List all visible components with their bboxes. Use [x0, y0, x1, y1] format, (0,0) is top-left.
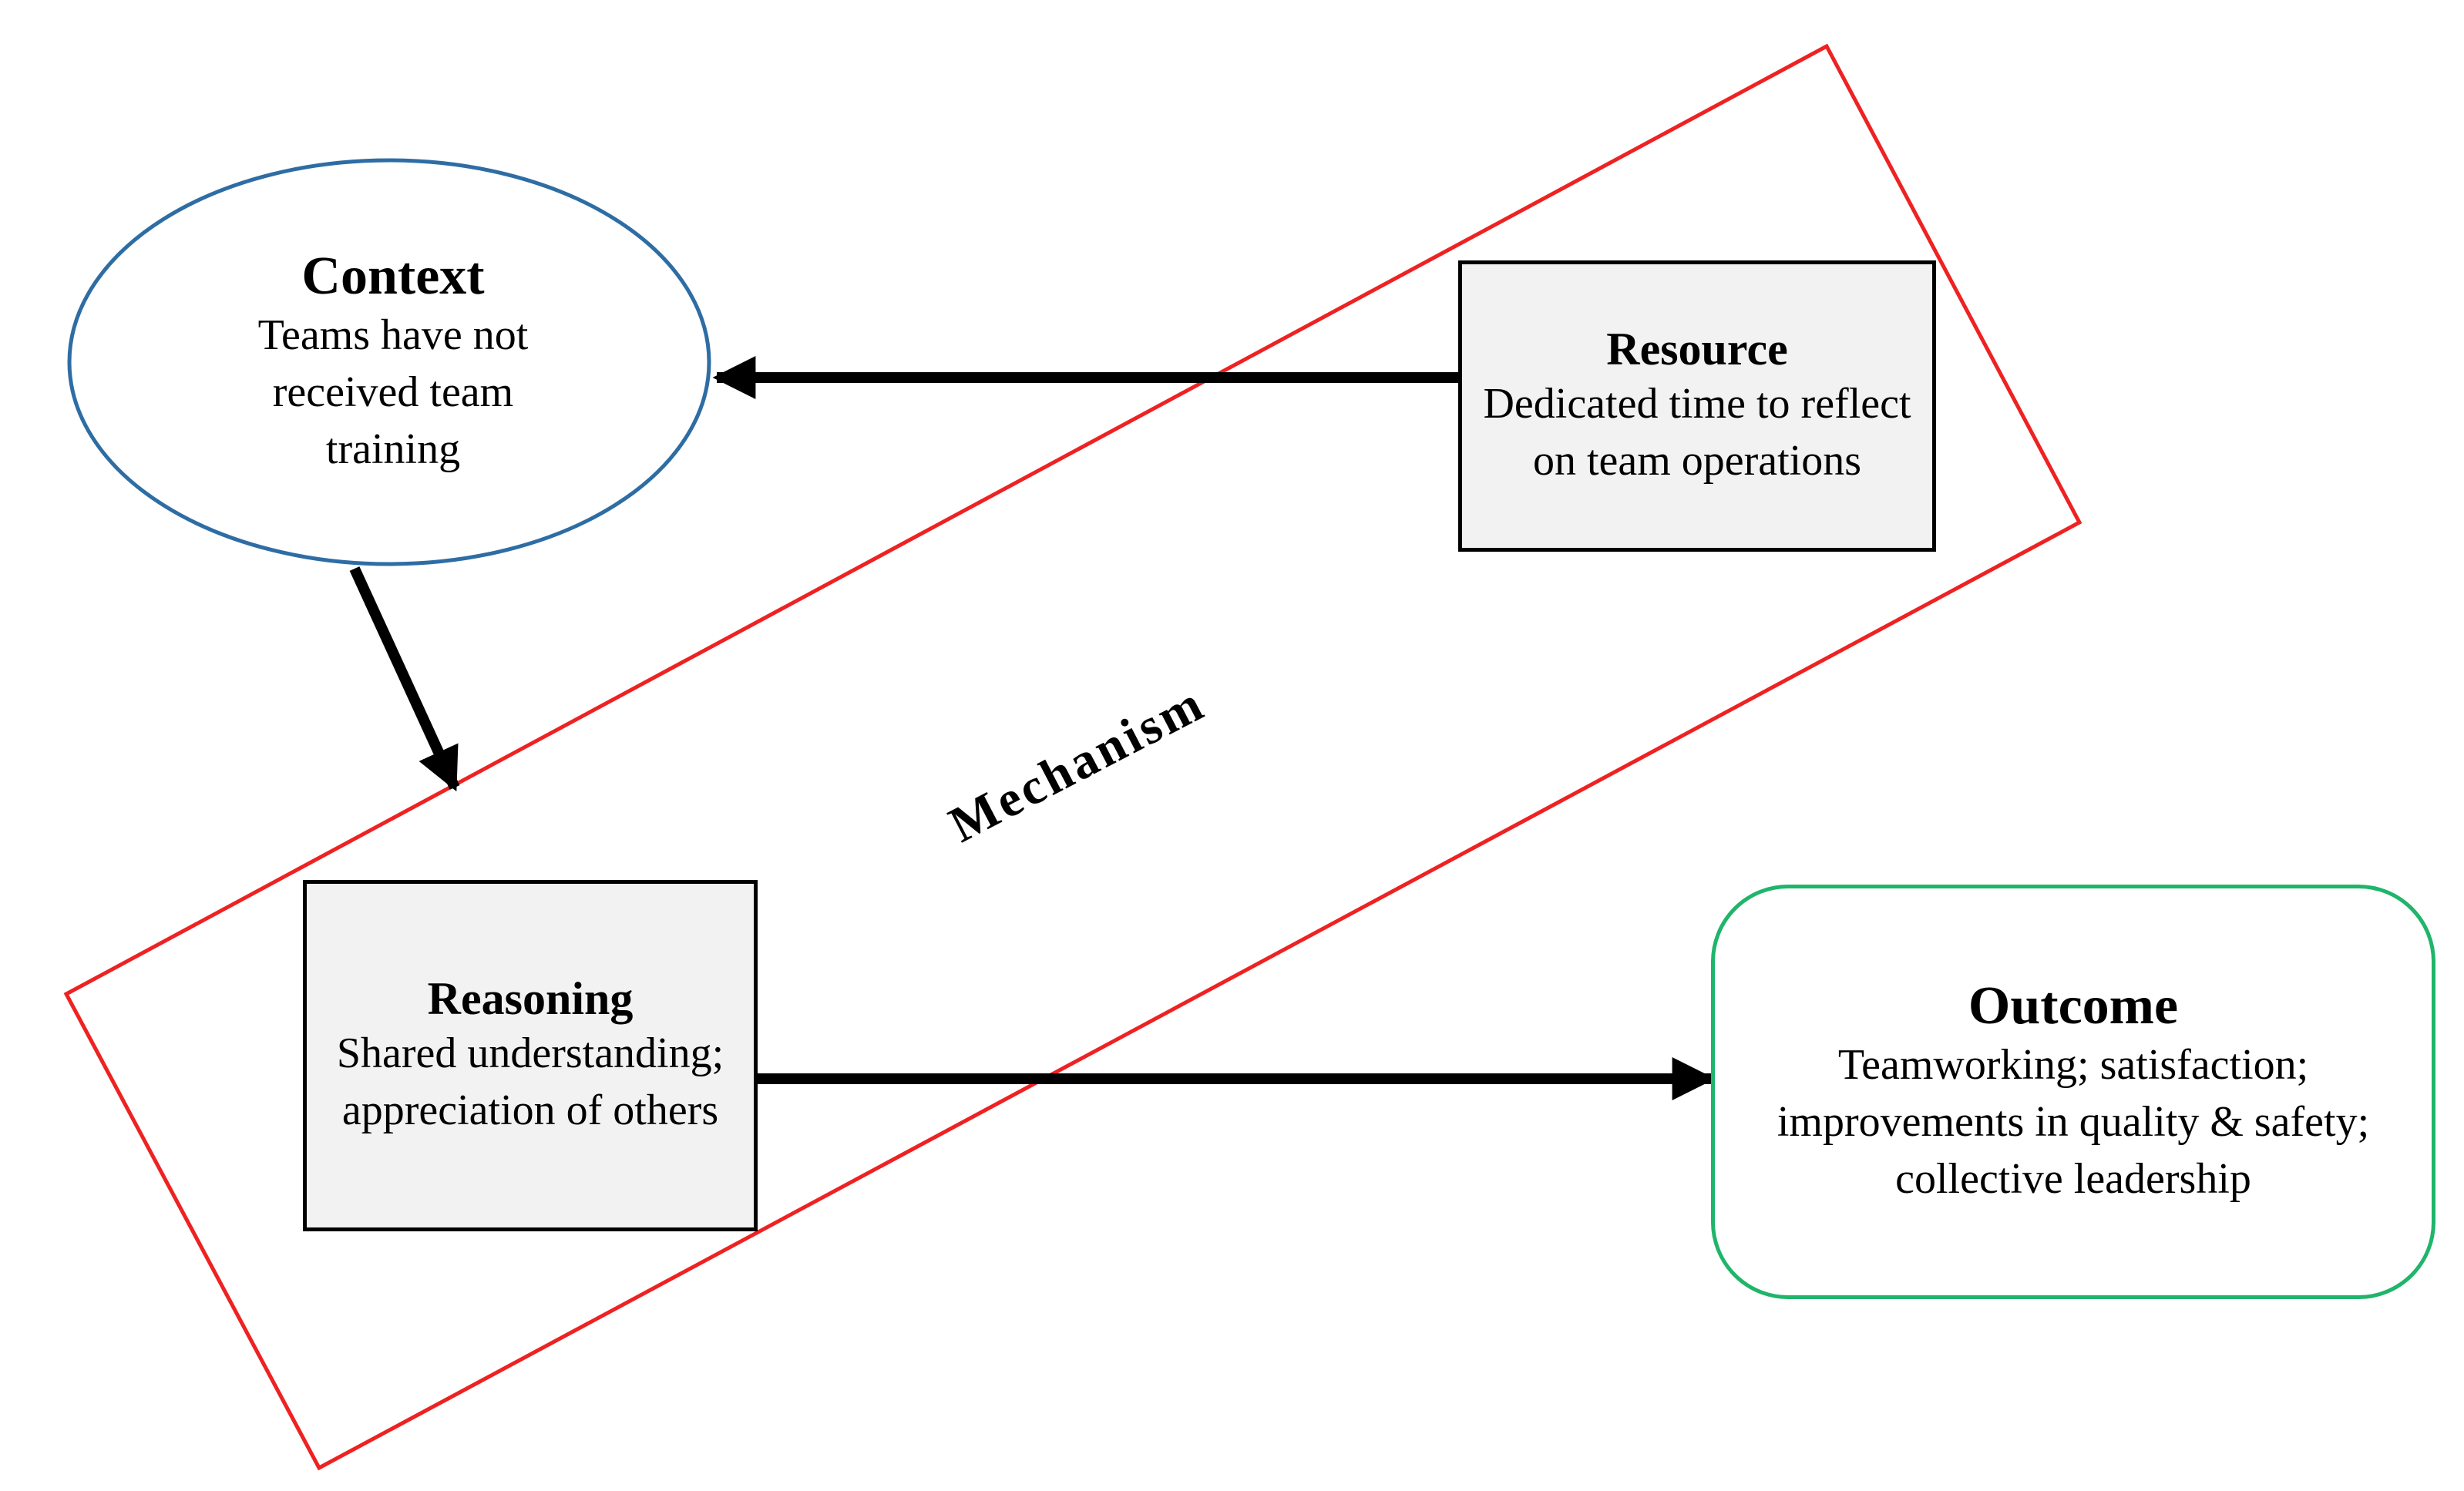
context-title: Context — [301, 246, 485, 306]
reasoning-title: Reasoning — [427, 972, 634, 1024]
resource-box: Resource Dedicated time to reflect on te… — [1458, 260, 1936, 552]
context-description: Teams have not received team training — [257, 311, 529, 474]
context-node: Context Teams have not received team tra… — [100, 200, 686, 524]
resource-title: Resource — [1606, 323, 1788, 374]
mechanism-frame — [63, 43, 2082, 1471]
reasoning-box: Reasoning Shared understanding; apprecia… — [303, 880, 758, 1231]
arrow-context-to-mechanism — [349, 566, 460, 792]
context-ellipse — [67, 158, 711, 566]
resource-description: Dedicated time to reflect on team operat… — [1483, 379, 1911, 485]
outcome-box: Outcome Teamworking; satisfaction; impro… — [1711, 885, 2435, 1299]
outcome-title: Outcome — [1968, 976, 2179, 1036]
outcome-description: Teamworking; satisfaction; improvements … — [1777, 1041, 2370, 1204]
reasoning-description: Shared understanding; appreciation of ot… — [336, 1029, 724, 1134]
